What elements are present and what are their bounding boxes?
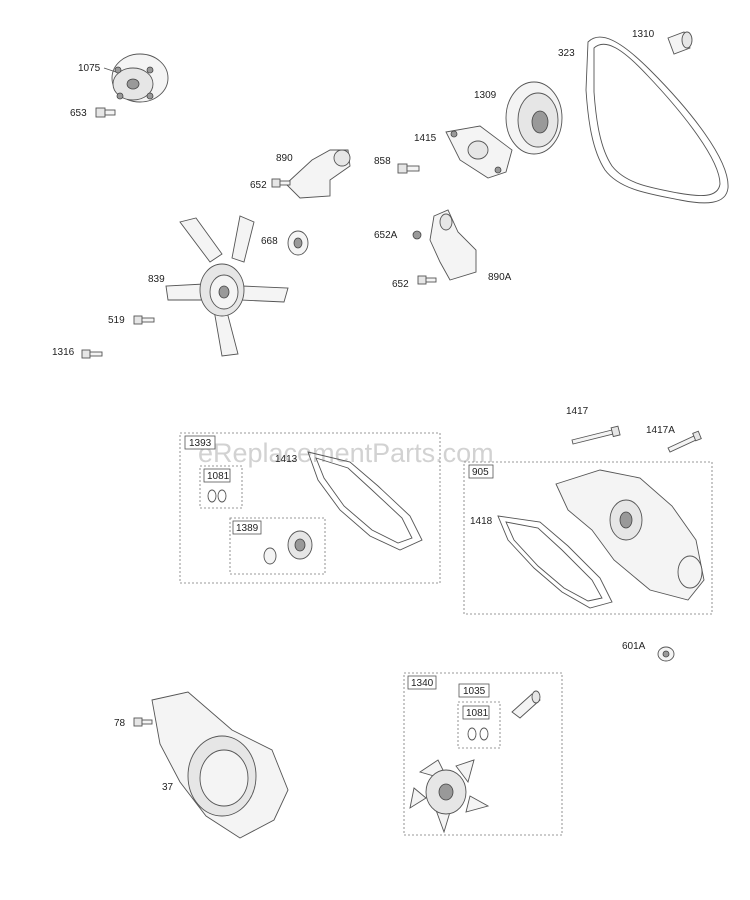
washer-652A-part[interactable] [412, 230, 422, 240]
spacer-668-part[interactable] [287, 230, 309, 256]
kit-1393-box [179, 432, 441, 584]
label-1415: 1415 [414, 133, 437, 144]
o-rings-1081-b-part[interactable] [467, 727, 489, 741]
seal-1389-part[interactable] [263, 530, 313, 565]
impeller-part[interactable] [409, 759, 490, 834]
label-905: 905 [472, 467, 489, 478]
bolt-1417A-part[interactable] [667, 430, 702, 453]
bracket-890-part[interactable] [285, 149, 351, 199]
bolt-652-upper-part[interactable] [271, 178, 291, 188]
label-1389: 1389 [236, 523, 259, 534]
label-652-upper: 652 [250, 180, 267, 191]
water-pump-housing-part[interactable] [555, 469, 705, 601]
gasket-1413-part[interactable] [307, 451, 423, 551]
bolt-1316-part[interactable] [81, 349, 103, 359]
label-323: 323 [558, 48, 575, 59]
label-1081-a: 1081 [207, 471, 230, 482]
label-37: 37 [162, 782, 174, 793]
kit-905-box [463, 461, 713, 615]
label-652-lower: 652 [392, 279, 409, 290]
label-601A: 601A [622, 641, 646, 652]
o-rings-1081-a-part[interactable] [207, 489, 227, 503]
label-1417: 1417 [566, 406, 589, 417]
label-1393: 1393 [189, 438, 212, 449]
bolt-652-lower-part[interactable] [417, 275, 437, 285]
bolt-653-part[interactable] [95, 107, 116, 118]
kit-1081-box-b [457, 701, 501, 749]
kit-1081-box-a [199, 465, 243, 509]
bolt-858-part[interactable] [397, 163, 420, 174]
kit-1389-box [229, 517, 326, 575]
label-1316: 1316 [52, 347, 75, 358]
watermark: eReplacementParts.com [198, 438, 494, 468]
fan-839-part[interactable] [165, 215, 289, 357]
shroud-37-part[interactable] [151, 691, 289, 839]
fan-hub-part[interactable] [111, 53, 169, 103]
label-1417A: 1417A [646, 425, 675, 436]
label-78: 78 [114, 718, 126, 729]
label-1413: 1413 [275, 454, 298, 465]
bolt-1417-part[interactable] [571, 425, 621, 445]
label-890A: 890A [488, 272, 512, 283]
bracket-1415-part[interactable] [445, 125, 513, 179]
label-1418: 1418 [470, 516, 493, 527]
bolt-78-part[interactable] [133, 717, 153, 727]
label-1309: 1309 [474, 90, 497, 101]
label-1340: 1340 [411, 678, 434, 689]
label-653: 653 [70, 108, 87, 119]
label-1081-b: 1081 [466, 708, 489, 719]
label-890: 890 [276, 153, 293, 164]
label-668: 668 [261, 236, 278, 247]
label-1075: 1075 [78, 63, 101, 74]
gasket-1418-part[interactable] [497, 515, 613, 609]
pulley-1309-part[interactable] [505, 81, 563, 155]
label-858: 858 [374, 156, 391, 167]
label-519: 519 [108, 315, 125, 326]
label-839: 839 [148, 274, 165, 285]
label-1035: 1035 [463, 686, 486, 697]
label-1310: 1310 [632, 29, 655, 40]
bracket-890A-part[interactable] [429, 209, 477, 281]
bolt-519-part[interactable] [133, 315, 155, 325]
shaft-1035-part[interactable] [511, 690, 541, 719]
spacer-1310-part[interactable] [667, 31, 693, 55]
belt-part[interactable] [585, 36, 729, 204]
label-652A: 652A [374, 230, 398, 241]
clamp-601A-part[interactable] [657, 646, 675, 662]
